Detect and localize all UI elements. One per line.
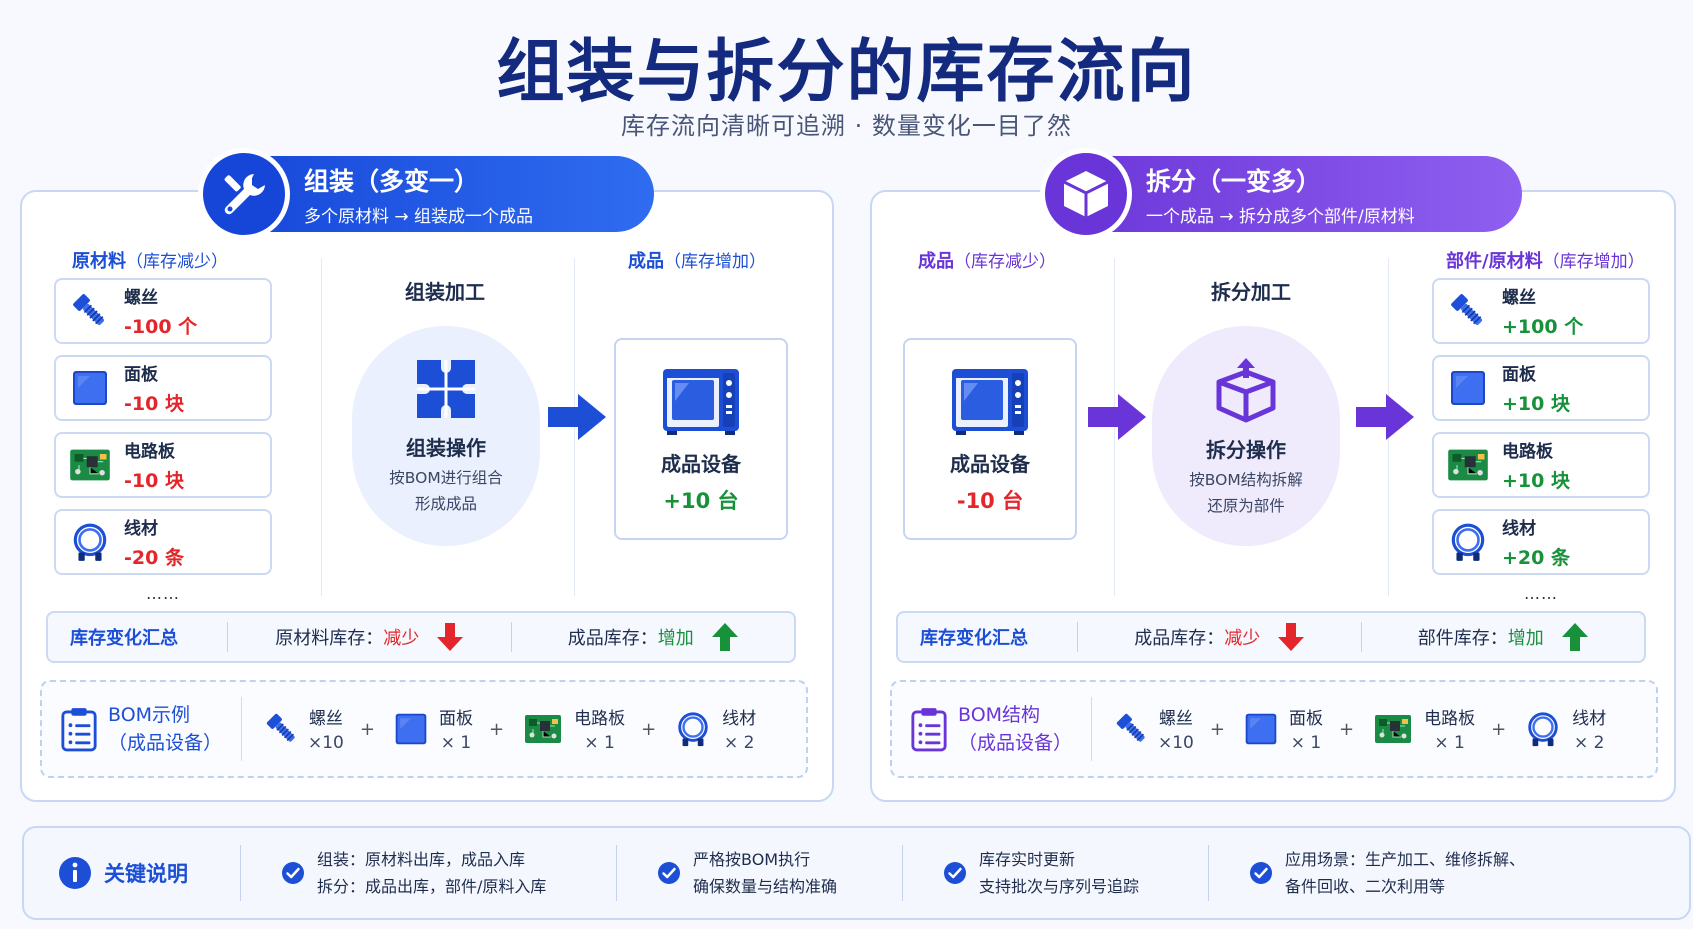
- key-notes-bar: 关键说明 组装：原材料出库，成品入库拆分：成品出库，部件/原料入库 严格按BOM…: [22, 826, 1691, 920]
- disassembly-title: 拆分（一变多）: [1146, 166, 1322, 196]
- disassembly-col-product: 成品（库存减少）: [918, 251, 1056, 272]
- assembly-subtitle: 多个原材料 → 组装成一个成品: [304, 206, 534, 227]
- circuit-board-icon: [1446, 443, 1490, 487]
- part-card-circuit-board: 电路板+10 块: [1432, 432, 1650, 498]
- plus-sign: +: [488, 718, 505, 740]
- bom-item: 电路板× 1: [522, 705, 625, 753]
- assembly-col-materials: 原材料（库存减少）: [72, 251, 228, 272]
- disassembly-col-parts: 部件/原材料（库存增加）: [1446, 251, 1645, 272]
- material-card-panel: 面板-10 块: [54, 355, 272, 421]
- panel-icon: [393, 711, 429, 747]
- cable-icon: [69, 521, 111, 563]
- clipboard-icon: [60, 706, 98, 752]
- assembly-header: 组装（多变一） 多个原材料 → 组装成一个成品: [198, 148, 654, 240]
- bom-item: 线材× 2: [674, 705, 756, 753]
- disassembly-header: 拆分（一变多） 一个成品 → 拆分成多个部件/原材料: [1040, 148, 1522, 240]
- bom-item: 电路板× 1: [1372, 705, 1475, 753]
- more-indicator: ……: [1524, 584, 1558, 603]
- arrow-right-icon: [548, 394, 606, 440]
- circuit-board-icon: [522, 709, 564, 749]
- key-notes-label: 关键说明: [104, 862, 188, 886]
- screw-icon: [264, 711, 300, 747]
- check-icon: [657, 861, 681, 885]
- disassembly-bom: BOM结构（成品设备） 螺丝×10 + 面板× 1 + 电路板× 1 + 线材×…: [890, 680, 1658, 778]
- circuit-board-icon: [1372, 709, 1414, 749]
- disassembly-process: 拆分操作 按BOM结构拆解还原为部件: [1152, 326, 1340, 546]
- plus-sign: +: [641, 718, 657, 740]
- check-icon: [1249, 861, 1273, 885]
- assembly-bom: BOM示例（成品设备） 螺丝×10 + 面板× 1 + 电路板× 1 + 线材×…: [40, 680, 808, 778]
- part-card-cable: 线材+20 条: [1432, 509, 1650, 575]
- panel-icon: [1448, 368, 1488, 408]
- bom-item: 面板× 1: [1243, 705, 1323, 753]
- disassembly-col-process: 拆分加工: [1211, 280, 1291, 304]
- more-indicator: ……: [146, 584, 180, 603]
- assembly-col-process: 组装加工: [405, 280, 485, 304]
- cable-icon: [674, 710, 712, 748]
- info-icon: [59, 857, 91, 889]
- plus-sign: +: [1491, 718, 1507, 740]
- disassembly-summary: 库存变化汇总 成品库存：减少 部件库存：增加: [896, 611, 1646, 663]
- open-box-icon: [1216, 357, 1276, 422]
- wrench-icon: [198, 148, 290, 240]
- clipboard-icon: [910, 706, 948, 752]
- arrow-up-icon: [711, 623, 738, 651]
- arrow-down-icon: [437, 623, 464, 651]
- assembly-col-product: 成品（库存增加）: [628, 251, 766, 272]
- arrow-right-icon: [1356, 394, 1414, 440]
- check-icon: [281, 861, 305, 885]
- page-subtitle: 库存流向清晰可追溯 · 数量变化一目了然: [621, 112, 1072, 140]
- equipment-icon: [661, 364, 741, 436]
- screw-icon: [70, 291, 110, 331]
- assembly-product: 成品设备 +10 台: [614, 338, 788, 540]
- material-card-circuit-board: 电路板-10 块: [54, 432, 272, 498]
- equipment-icon: [950, 364, 1030, 436]
- screw-icon: [1448, 291, 1488, 331]
- bom-item: 螺丝×10: [1114, 705, 1194, 753]
- part-card-screw: 螺丝+100 个: [1432, 278, 1650, 344]
- disassembly-subtitle: 一个成品 → 拆分成多个部件/原材料: [1146, 206, 1415, 227]
- plus-sign: +: [359, 718, 375, 740]
- arrow-down-icon: [1278, 623, 1305, 651]
- part-card-panel: 面板+10 块: [1432, 355, 1650, 421]
- bom-item: 线材× 2: [1524, 705, 1606, 753]
- puzzle-icon: [417, 359, 475, 418]
- arrow-right-icon: [1088, 394, 1146, 440]
- divider: [321, 258, 322, 596]
- assembly-title: 组装（多变一）: [304, 166, 480, 196]
- panel-icon: [70, 368, 110, 408]
- arrow-up-icon: [1561, 623, 1588, 651]
- circuit-board-icon: [68, 443, 112, 487]
- panel-icon: [1243, 711, 1279, 747]
- bom-item: 面板× 1: [393, 705, 473, 753]
- material-card-cable: 线材-20 条: [54, 509, 272, 575]
- assembly-summary: 库存变化汇总 原材料库存：减少 成品库存：增加: [46, 611, 796, 663]
- cable-icon: [1447, 521, 1489, 563]
- assembly-process: 组装操作 按BOM进行组合形成成品: [352, 326, 540, 546]
- material-card-screw: 螺丝-100 个: [54, 278, 272, 344]
- cable-icon: [1524, 710, 1562, 748]
- plus-sign: +: [1209, 718, 1225, 740]
- page-title: 组装与拆分的库存流向: [496, 33, 1197, 112]
- plus-sign: +: [1338, 718, 1355, 740]
- bom-item: 螺丝×10: [264, 705, 344, 753]
- check-icon: [943, 861, 967, 885]
- screw-icon: [1114, 711, 1150, 747]
- disassembly-product: 成品设备 -10 台: [903, 338, 1077, 540]
- box-icon: [1040, 148, 1132, 240]
